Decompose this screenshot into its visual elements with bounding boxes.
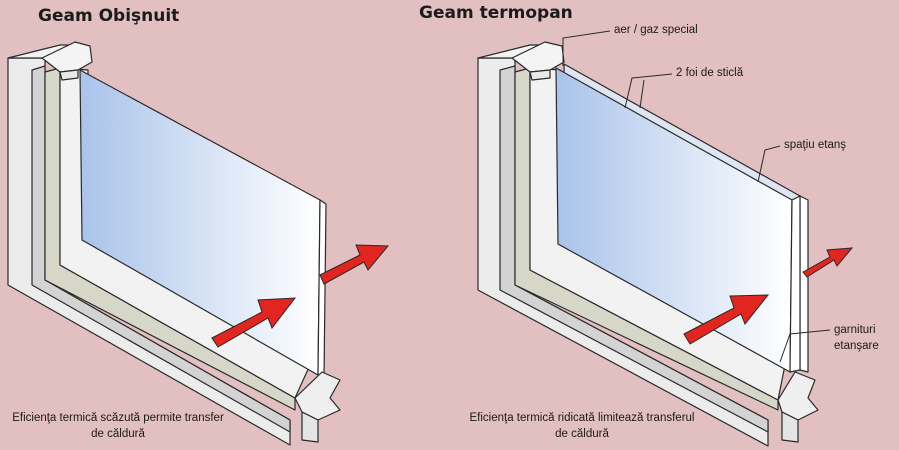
double-caption-line2: de căldură <box>555 428 609 440</box>
heat-arrow-in-right <box>683 294 770 345</box>
label-gaskets-line2: etanşare <box>834 340 879 352</box>
double-glazed-window-title: Geam termopan <box>419 3 573 23</box>
label-sealed-space: spaţiu etanş <box>784 139 847 151</box>
leader-panes <box>624 73 673 109</box>
ordinary-window-title: Geam Obişnuit <box>38 6 180 26</box>
label-gaskets-line1: garnituri <box>834 324 876 336</box>
leader-sealed-space <box>757 145 781 183</box>
heat-arrow-out-left <box>319 244 390 285</box>
double-glazed-window <box>477 41 819 447</box>
label-air-gas: aer / gaz special <box>614 24 698 36</box>
leader-lines <box>562 30 831 363</box>
double-caption-line1: Eficienţa termică ridicată limitează tra… <box>469 412 695 424</box>
heat-arrow-in-left <box>211 297 297 348</box>
leader-gaskets <box>779 329 831 363</box>
heat-arrow-out-right <box>802 247 854 278</box>
double-glazed-window-caption: Eficienţa termică ridicată limitează tra… <box>462 410 702 442</box>
label-two-panes: 2 foi de sticlă <box>676 67 744 79</box>
ordinary-caption-line1: Eficienţa termică scăzută permite transf… <box>12 412 224 424</box>
leader-gas <box>562 30 611 66</box>
ordinary-window <box>7 41 341 446</box>
ordinary-window-caption: Eficienţa termică scăzută permite transf… <box>4 410 232 442</box>
ordinary-caption-line2: de căldură <box>91 428 145 440</box>
